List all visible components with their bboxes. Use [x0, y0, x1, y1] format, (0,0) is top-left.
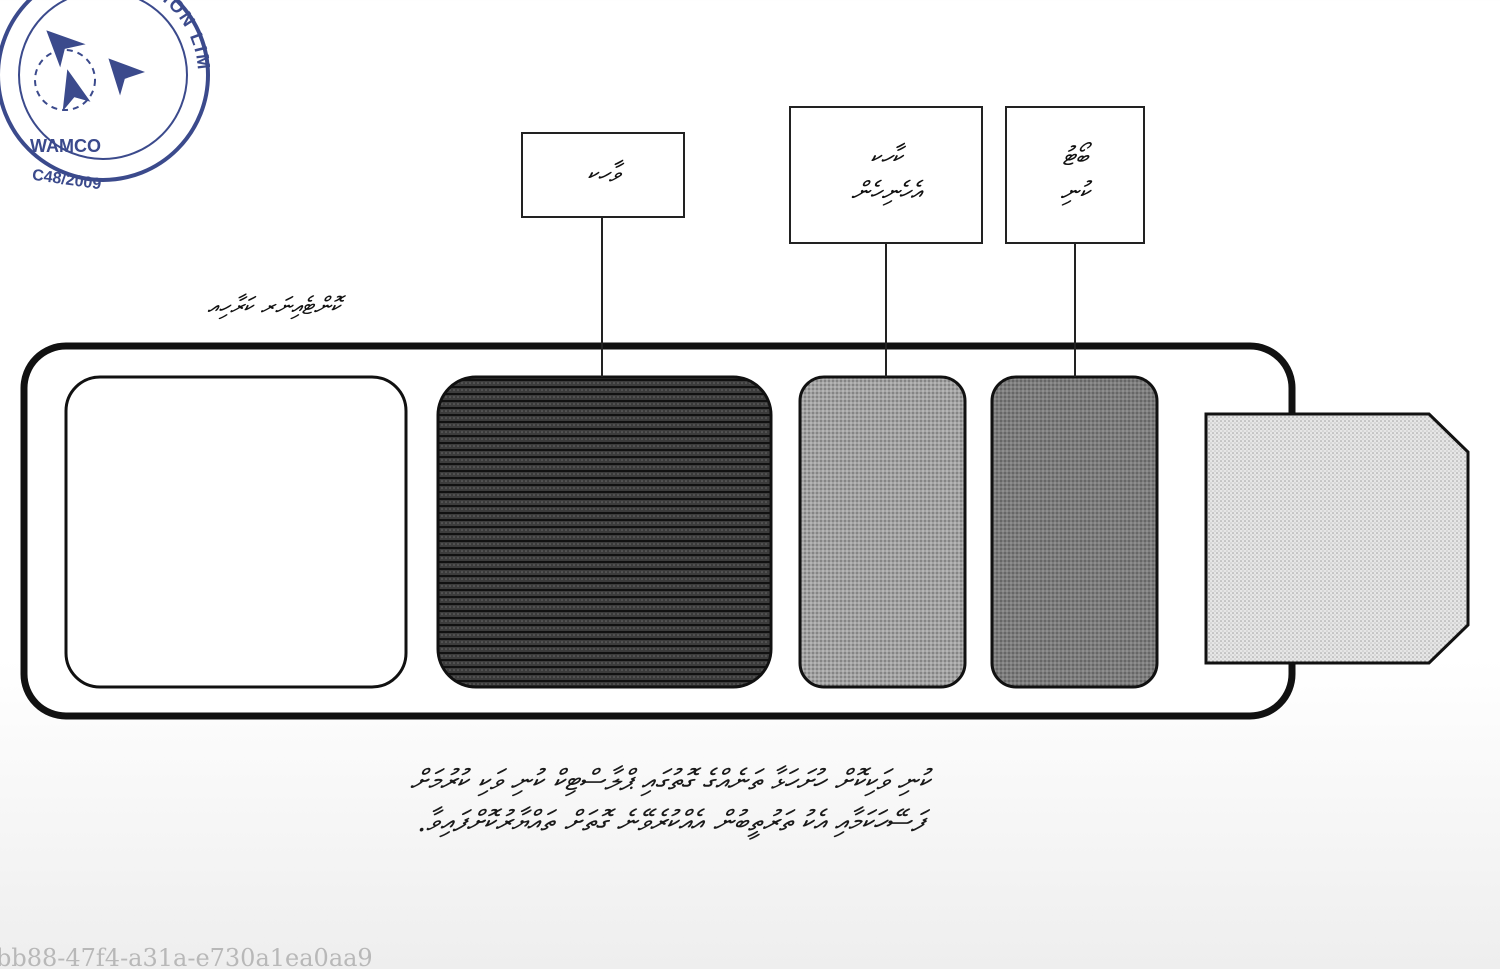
leader-line-a — [601, 217, 603, 377]
leader-line-b — [885, 243, 887, 377]
diagram-caption: ކުނި ވަކިކޮށް ހުށަހަޅާ ތަނެއްގެ ގޮތުގައި… — [180, 760, 1160, 841]
stamp-outer-ring — [0, 0, 210, 182]
callout-c-line-1: ބޯޓު — [1062, 141, 1088, 172]
caption-line-2: ފަސޭހަކަމާއި އެކު ތަރުތީބުން އެއްކުރެވޭނ… — [416, 803, 924, 838]
callout-b-line-2: އެހެނިހެން — [850, 177, 922, 207]
stamp-logo-icon — [34, 30, 145, 112]
compartment-empty — [64, 375, 408, 689]
callout-compartment-b: ކާހކ އެހެނިހެން — [789, 106, 983, 244]
caption-line-1: ކުނި ވަކިކޮށް ހުށަހަޅާ ތަނެއްގެ ގޮތުގައި… — [409, 763, 931, 797]
container-label: ކޮންޓެއިނަރ ކަރާހިއ — [207, 292, 340, 320]
compartment-a — [436, 375, 773, 689]
compartment-b — [798, 375, 967, 689]
callout-compartment-c: ބޯޓު ކުނި — [1005, 106, 1145, 244]
wamco-stamp: ORATION LIMITED WAMCO C48/2009 — [0, 0, 210, 193]
container-lid — [1204, 412, 1470, 665]
leader-line-c — [1074, 243, 1076, 377]
compartment-c — [990, 375, 1159, 689]
stamp-logo-text: WAMCO — [30, 136, 101, 156]
callout-a-line-1: ވާހކ — [586, 159, 620, 190]
callout-b-line-1: ކާހކ — [869, 141, 903, 172]
callout-compartment-a: ވާހކ — [521, 132, 685, 218]
footer-id: bb88-47f4-a31a-e730a1ea0aa9 — [0, 944, 373, 972]
callout-c-line-2: ކުނި — [1060, 177, 1090, 207]
stamp-inner-ring — [18, 0, 188, 160]
